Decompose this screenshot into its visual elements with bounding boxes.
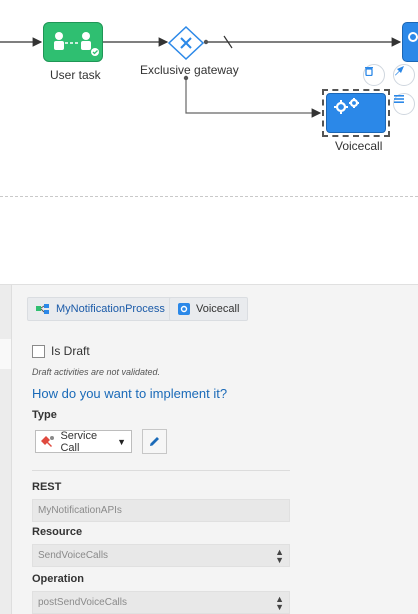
rest-connector-value: MyNotificationAPIs [38,505,122,516]
breadcrumb-voicecall-label: Voicecall [196,303,240,315]
flow-connectors [0,25,402,118]
connect-button[interactable] [393,64,415,86]
section-divider [32,470,290,471]
user-task-label: User task [50,68,101,82]
rail-tab[interactable] [0,339,12,369]
resource-label: Resource [32,526,83,538]
panel-left-rail [0,285,12,614]
rest-label: REST [32,481,62,493]
draft-note: Draft activities are not validated. [32,367,161,377]
resource-value: SendVoiceCalls [38,550,109,561]
rest-connector-field: MyNotificationAPIs [32,499,290,522]
caret-down-icon: ▼ [117,436,126,447]
user-task-icon [54,32,99,56]
operation-value: postSendVoiceCalls [38,597,127,608]
canvas-empty-area[interactable] [0,197,418,284]
type-select-value: Service Call [60,429,98,454]
service-task-icon [178,303,190,315]
resource-select[interactable]: SendVoiceCalls ▲▼ [32,544,290,567]
exclusive-gateway-shape [167,25,205,61]
gears-icon [408,32,418,42]
operation-label: Operation [32,573,84,585]
properties-button[interactable] [393,93,415,115]
type-label: Type [32,409,57,421]
implement-heading: How do you want to implement it? [32,386,228,401]
is-draft-checkbox[interactable] [32,345,45,359]
edit-implementation-button[interactable] [142,429,167,454]
operation-select[interactable]: postSendVoiceCalls ▲▼ [32,591,290,614]
list-icon [394,95,404,103]
delete-button[interactable] [363,64,385,86]
service-call-icon [41,435,54,447]
partial-service-task-node[interactable] [402,22,418,62]
breadcrumb-process-label: MyNotificationProcess [56,303,165,315]
properties-panel: MyNotificationProcess Voicecall Is Draft… [0,284,418,614]
canvas-bottom-border [0,196,418,197]
gears-icon [334,98,359,114]
gateway-label: Exclusive gateway [140,63,239,77]
breadcrumb-voicecall[interactable]: Voicecall [169,297,249,321]
voicecall-task-node[interactable] [326,93,386,133]
pencil-icon [150,437,159,446]
voicecall-label: Voicecall [335,139,383,153]
type-select[interactable]: Service Call ▼ [35,429,132,454]
process-icon [36,304,50,314]
updown-icon: ▲▼ [275,593,284,612]
is-draft-label: Is Draft [51,344,90,358]
is-draft-row[interactable]: Is Draft [32,344,90,359]
updown-icon: ▲▼ [275,546,284,565]
trash-icon [365,67,373,76]
process-canvas[interactable]: User task Exclusive gateway Voicecall [0,0,418,197]
user-task-node[interactable] [43,22,103,62]
breadcrumb-process[interactable]: MyNotificationProcess [27,297,174,321]
selection-outline [322,89,390,137]
arrow-icon [395,66,404,76]
